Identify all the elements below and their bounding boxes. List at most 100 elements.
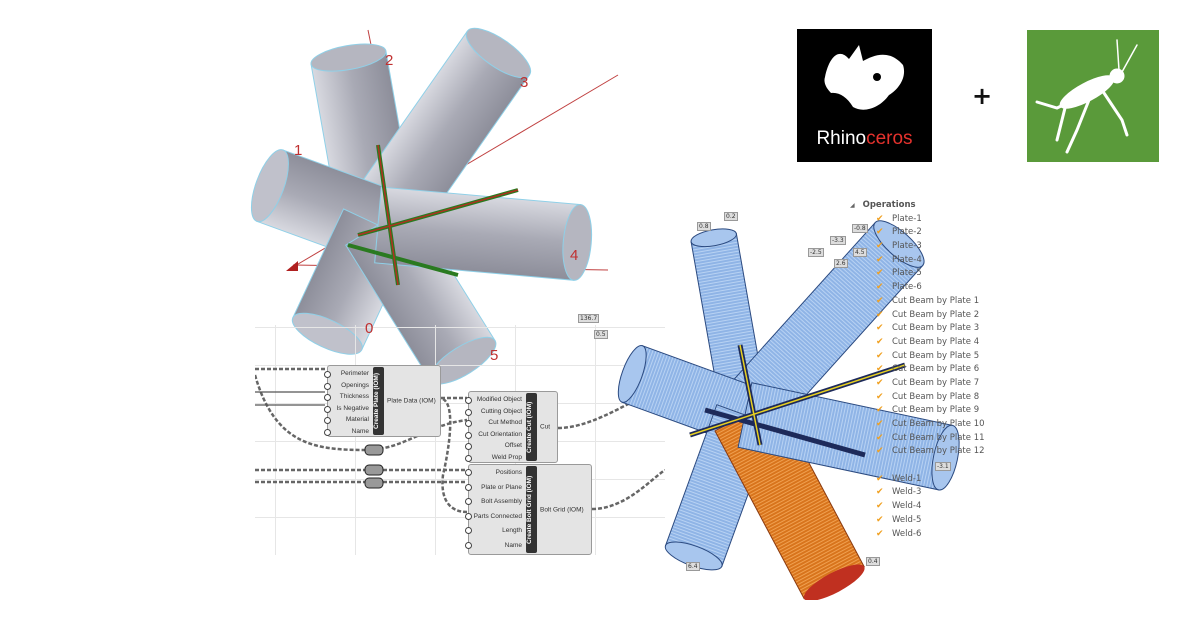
operation-label: Plate-4 [892, 254, 922, 265]
operation-item[interactable]: ✔Cut Beam by Plate 10 [860, 418, 985, 432]
collapse-triangle-icon[interactable]: ◢ [850, 202, 855, 209]
checkmark-icon[interactable]: ✔ [876, 364, 884, 375]
input-weld-prop[interactable]: Weld Prop [465, 452, 525, 464]
input-thickness[interactable]: Thickness [324, 391, 372, 403]
operation-item[interactable]: ✔Weld-5 [860, 514, 985, 528]
operation-item[interactable]: ✔ Cut Beam by Plate 3 [860, 322, 985, 336]
operation-item[interactable]: ✔ Plate-4 [860, 254, 985, 268]
operations-tree: ◢Operations ✔Plate-1✔Plate-2✔Plate-3✔Pla… [850, 199, 985, 542]
operation-item[interactable]: ✔ Plate-1 [860, 213, 985, 227]
output-bolt-grid[interactable]: Bolt Grid (IOM) [540, 506, 584, 513]
input-material[interactable]: Material [324, 414, 372, 426]
operation-label: Weld-1 [892, 473, 922, 484]
input-bolt-assembly[interactable]: Bolt Assembly [465, 495, 525, 510]
operation-item[interactable]: ✔ Cut Beam by Plate 7 [860, 377, 985, 391]
dimension-label: -2.5 [808, 248, 824, 257]
checkmark-icon[interactable]: ✔ [876, 282, 884, 293]
input-modified-object[interactable]: Modified Object [465, 394, 525, 406]
checkmark-icon[interactable]: ✔ [876, 528, 884, 539]
operation-item[interactable]: ✔Cut Beam by Plate 8 [860, 391, 985, 405]
checkmark-icon[interactable]: ✔ [876, 405, 884, 416]
operation-label: Cut Beam by Plate 12 [892, 446, 985, 457]
checkmark-icon[interactable]: ✔ [876, 254, 884, 265]
operation-item[interactable]: ✔Weld-3 [860, 486, 985, 500]
checkmark-icon[interactable]: ✔ [876, 295, 884, 306]
output-plate-data[interactable]: Plate Data (IOM) [387, 397, 436, 405]
input-cutting-object[interactable]: Cutting Object [465, 406, 525, 418]
output-cut[interactable]: Cut [540, 423, 551, 431]
dimension-label: 0.2 [724, 212, 738, 221]
rhinoceros-logo: Rhinoceros [797, 29, 932, 162]
input-name[interactable]: Name [465, 539, 525, 554]
checkmark-icon[interactable]: ✔ [876, 227, 884, 238]
operation-item[interactable]: ✔Plate-5 [860, 267, 985, 281]
dimension-label: 0.5 [594, 330, 608, 339]
rhino-head-icon [824, 45, 905, 110]
operation-label: Cut Beam by Plate 1 [892, 295, 980, 306]
operation-item[interactable]: ✔Cut Beam by Plate 6 [860, 363, 985, 377]
input-positions[interactable]: Positions [465, 466, 525, 481]
create-plate-component[interactable]: Perimeter Openings Thickness Is Negative… [324, 365, 441, 438]
operation-label: Plate-6 [892, 282, 922, 293]
grasshopper-logo [1027, 30, 1159, 162]
operation-item[interactable]: ✔ Cut Beam by Plate 2 [860, 309, 985, 323]
operation-item[interactable]: ✔Cut Beam by Plate 9 [860, 404, 985, 418]
operation-label: Cut Beam by Plate 2 [892, 309, 980, 320]
create-bolt-grid-component[interactable]: Positions Plate or Plane Bolt Assembly P… [465, 464, 592, 555]
operation-label: Cut Beam by Plate 11 [892, 432, 985, 443]
checkmark-icon[interactable]: ✔ [876, 241, 884, 252]
operation-item[interactable]: ✔ Cut Beam by Plate 1 [860, 295, 985, 309]
grasshopper-canvas[interactable]: Perimeter Openings Thickness Is Negative… [255, 325, 665, 555]
blue-node-render [617, 220, 960, 600]
input-parts-connected[interactable]: Parts Connected [465, 510, 525, 525]
operations-header[interactable]: ◢Operations [850, 200, 916, 210]
dimension-label: 136.7 [578, 314, 600, 323]
input-cut-orientation[interactable]: Cut Orientation [465, 429, 525, 441]
input-length[interactable]: Length [465, 524, 525, 539]
operation-item[interactable]: ✔ Cut Beam by Plate 12 [860, 445, 985, 459]
create-cut-component[interactable]: Modified Object Cutting Object Cut Metho… [465, 391, 558, 464]
dimension-label: 0.8 [697, 222, 711, 231]
input-offset[interactable]: Offset [465, 440, 525, 452]
input-openings[interactable]: Openings [324, 380, 372, 392]
input-perimeter[interactable]: Perimeter [324, 368, 372, 380]
operation-item[interactable]: ✔Cut Beam by Plate 4 [860, 336, 985, 350]
operation-item[interactable]: ✔Cut Beam by Plate 5 [860, 350, 985, 364]
operation-label: Cut Beam by Plate 3 [892, 323, 980, 334]
checkmark-icon[interactable]: ✔ [876, 446, 884, 457]
dimension-label: 4.5 [853, 248, 867, 257]
checkmark-icon[interactable]: ✔ [876, 419, 884, 429]
operation-item[interactable]: ✔Weld-6 [860, 528, 985, 542]
checkmark-icon[interactable]: ✔ [876, 487, 884, 498]
checkmark-icon[interactable]: ✔ [876, 391, 884, 402]
operation-label: Plate-2 [892, 227, 922, 238]
operation-label: Weld-4 [892, 501, 922, 512]
operation-item[interactable]: ✔ Plate-2 [860, 226, 985, 240]
checkmark-icon[interactable]: ✔ [876, 432, 884, 443]
input-plate-or-plane[interactable]: Plate or Plane [465, 481, 525, 496]
component-title: Create Plate (IOM) [373, 367, 384, 435]
checkmark-icon[interactable]: ✔ [876, 377, 884, 388]
operation-item[interactable]: ✔ Plate-6 [860, 281, 985, 295]
checkmark-icon[interactable]: ✔ [876, 350, 884, 361]
dimension-label: -0.8 [852, 224, 868, 233]
operation-item[interactable]: ✔ Cut Beam by Plate 11 [860, 432, 985, 446]
checkmark-icon[interactable]: ✔ [876, 473, 884, 484]
checkmark-icon[interactable]: ✔ [876, 501, 884, 512]
operation-item[interactable]: ✔Plate-3 [860, 240, 985, 254]
input-name[interactable]: Name [324, 426, 372, 438]
checkmark-icon[interactable]: ✔ [876, 213, 884, 224]
input-is-negative[interactable]: Is Negative [324, 403, 372, 415]
checkmark-icon[interactable]: ✔ [876, 336, 884, 347]
input-cut-method[interactable]: Cut Method [465, 417, 525, 429]
operation-item[interactable]: ✔ Weld-4 [860, 500, 985, 514]
operation-item[interactable]: ✔ Weld-1 [860, 473, 985, 487]
operation-label: Plate-1 [892, 213, 922, 224]
checkmark-icon[interactable]: ✔ [876, 309, 884, 320]
checkmark-icon[interactable]: ✔ [876, 323, 884, 334]
component-title: Create Cut (IOM) [526, 393, 537, 461]
checkmark-icon[interactable]: ✔ [876, 514, 884, 525]
checkmark-icon[interactable]: ✔ [876, 268, 884, 279]
operation-label: Cut Beam by Plate 7 [892, 377, 980, 388]
component-title: Create Bolt Grid (IOM) [526, 466, 537, 553]
